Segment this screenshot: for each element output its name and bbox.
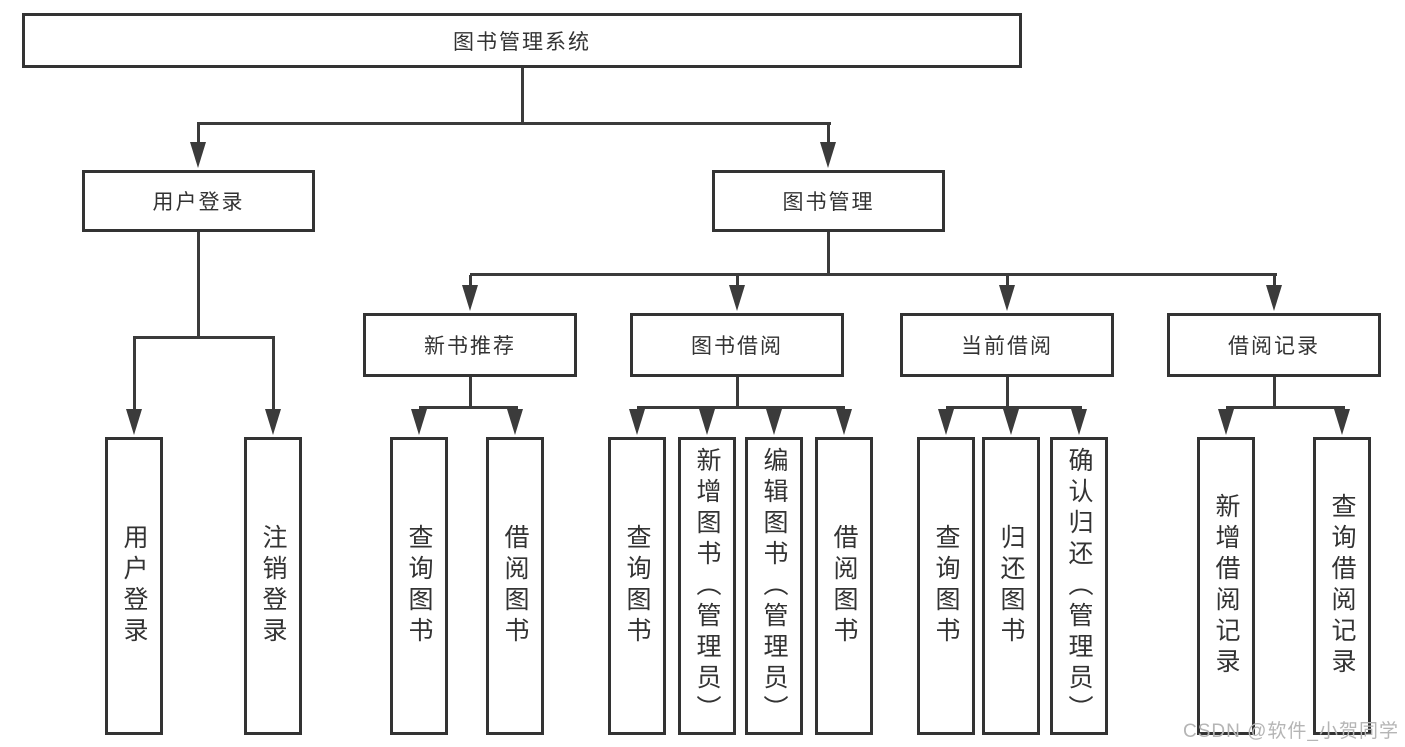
node-library-management-system: 图书管理系统	[22, 13, 1022, 68]
connector-line	[469, 377, 472, 408]
node-current-borrowing: 当前借阅	[900, 313, 1114, 377]
leaf-query-books-borrow: 查询图书	[608, 437, 666, 735]
arrow-down-icon	[190, 142, 206, 168]
connector-line	[419, 406, 518, 409]
connector-line	[736, 275, 739, 287]
connector-line	[827, 232, 830, 275]
leaf-user-login: 用户登录	[105, 437, 163, 735]
arrow-down-icon	[1071, 409, 1087, 435]
connector-line	[1273, 377, 1276, 408]
connector-line	[1273, 275, 1276, 287]
connector-line	[521, 68, 524, 124]
connector-line	[736, 377, 739, 408]
connector-line	[1006, 377, 1009, 408]
arrow-down-icon	[729, 285, 745, 311]
connector-line	[197, 232, 200, 338]
node-user-login: 用户登录	[82, 170, 315, 232]
connector-line	[197, 124, 200, 144]
connector-line	[469, 275, 472, 287]
leaf-return-books: 归还图书	[982, 437, 1040, 735]
arrow-down-icon	[820, 142, 836, 168]
connector-line	[197, 122, 831, 125]
arrow-down-icon	[629, 409, 645, 435]
arrow-down-icon	[265, 409, 281, 435]
arrow-down-icon	[462, 285, 478, 311]
arrow-down-icon	[1003, 409, 1019, 435]
node-book-borrowing: 图书借阅	[630, 313, 844, 377]
leaf-add-borrow-record: 新增借阅记录	[1197, 437, 1255, 735]
arrow-down-icon	[126, 409, 142, 435]
leaf-confirm-return-admin: 确认归还（管理员）	[1050, 437, 1108, 735]
arrow-down-icon	[766, 409, 782, 435]
arrow-down-icon	[1334, 409, 1350, 435]
leaf-borrow-books-borrow: 借阅图书	[815, 437, 873, 735]
arrow-down-icon	[699, 409, 715, 435]
connector-line	[1226, 406, 1345, 409]
connector-line	[133, 338, 136, 410]
connector-line	[637, 406, 845, 409]
connector-line	[946, 406, 1082, 409]
arrow-down-icon	[411, 409, 427, 435]
node-borrowing-records: 借阅记录	[1167, 313, 1381, 377]
connector-line	[272, 338, 275, 410]
arrow-down-icon	[836, 409, 852, 435]
arrow-down-icon	[507, 409, 523, 435]
arrow-down-icon	[1266, 285, 1282, 311]
leaf-query-books-current: 查询图书	[917, 437, 975, 735]
connector-line	[133, 336, 275, 339]
leaf-logout: 注销登录	[244, 437, 302, 735]
leaf-query-books-recommend: 查询图书	[390, 437, 448, 735]
node-book-management: 图书管理	[712, 170, 945, 232]
connector-line	[470, 273, 1277, 276]
connector-line	[827, 124, 830, 144]
leaf-query-borrow-record: 查询借阅记录	[1313, 437, 1371, 735]
leaf-edit-book-admin: 编辑图书（管理员）	[745, 437, 803, 735]
leaf-borrow-books-recommend: 借阅图书	[486, 437, 544, 735]
connector-line	[1006, 275, 1009, 287]
arrow-down-icon	[938, 409, 954, 435]
arrow-down-icon	[999, 285, 1015, 311]
node-new-book-recommend: 新书推荐	[363, 313, 577, 377]
arrow-down-icon	[1218, 409, 1234, 435]
leaf-add-book-admin: 新增图书（管理员）	[678, 437, 736, 735]
csdn-watermark: CSDN @软件_小贺同学	[1183, 721, 1399, 742]
